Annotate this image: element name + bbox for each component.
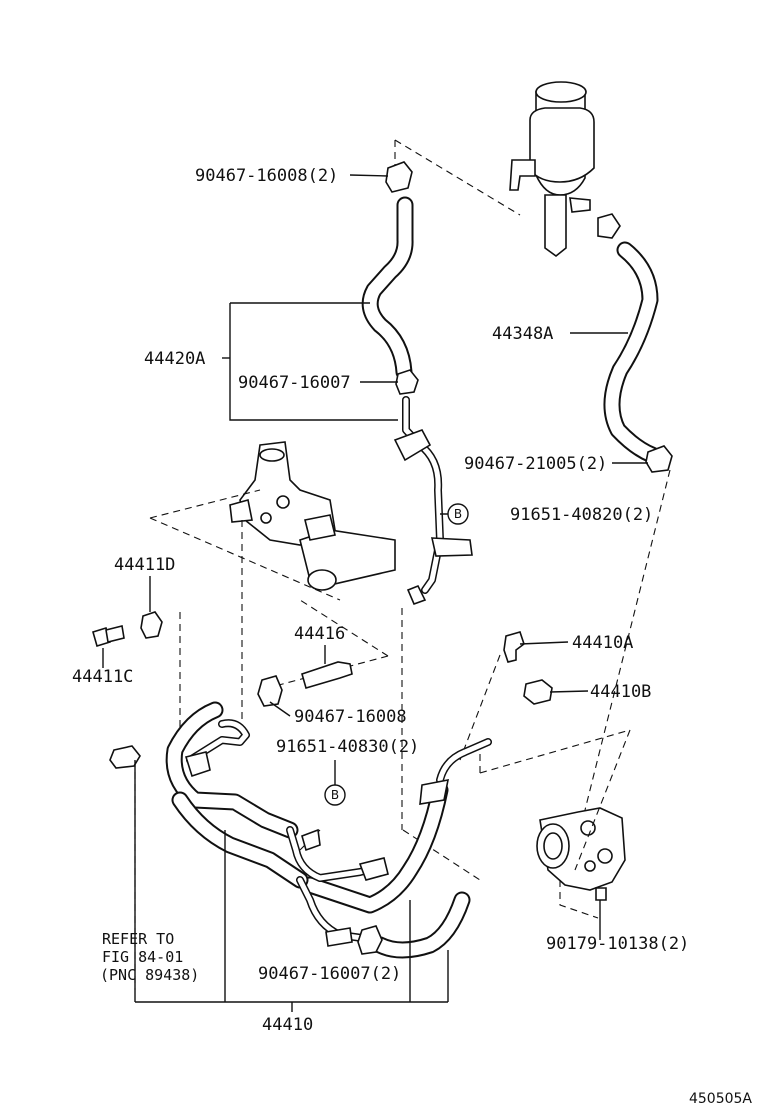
power-steering-pump <box>536 807 626 901</box>
badge-b-lower-text: B <box>331 788 339 802</box>
label-90467-16008: 90467-16008 <box>294 707 407 727</box>
badge-b-lower: B <box>324 784 346 806</box>
badge-b-upper-text: B <box>454 507 462 521</box>
label-44416: 44416 <box>294 624 345 644</box>
hose-44420a-shape <box>361 196 414 381</box>
label-90467-16007: 90467-16007 <box>238 373 351 393</box>
label-90467-16008-2: 90467-16008(2) <box>195 166 338 186</box>
reservoir-tank <box>509 81 621 258</box>
label-44410b: 44410B <box>590 682 651 702</box>
pressure-tube-upper <box>393 396 473 606</box>
label-44410: 44410 <box>262 1015 313 1035</box>
small-parts <box>92 161 673 955</box>
refer-note-line1: REFER TO <box>102 930 174 948</box>
label-44410a: 44410A <box>572 633 633 653</box>
label-44411d: 44411D <box>114 555 175 575</box>
tube-assembly-44410 <box>165 701 492 942</box>
badge-b-upper: B <box>447 503 469 525</box>
label-91651-40830-2: 91651-40830(2) <box>276 737 419 757</box>
return-hose-shape <box>371 891 471 959</box>
figure-id: 450505A <box>689 1091 752 1107</box>
label-90179-10138-2: 90179-10138(2) <box>546 934 689 954</box>
refer-note: REFER TO FIG 84-01 (PNC 89438) <box>100 930 199 984</box>
refer-note-line2: FIG 84-01 <box>102 948 183 966</box>
label-44420a: 44420A <box>144 349 205 369</box>
label-44411c: 44411C <box>72 667 133 687</box>
hose-44348a-shape <box>603 241 661 464</box>
label-90467-16007-2: 90467-16007(2) <box>258 964 401 984</box>
refer-note-line3: (PNC 89438) <box>100 966 199 984</box>
label-91651-40820-2: 91651-40820(2) <box>510 505 653 525</box>
label-44348a: 44348A <box>492 324 553 344</box>
label-90467-21005-2: 90467-21005(2) <box>464 454 607 474</box>
leader-lines <box>102 174 648 1012</box>
steering-gear-housing <box>229 441 396 591</box>
